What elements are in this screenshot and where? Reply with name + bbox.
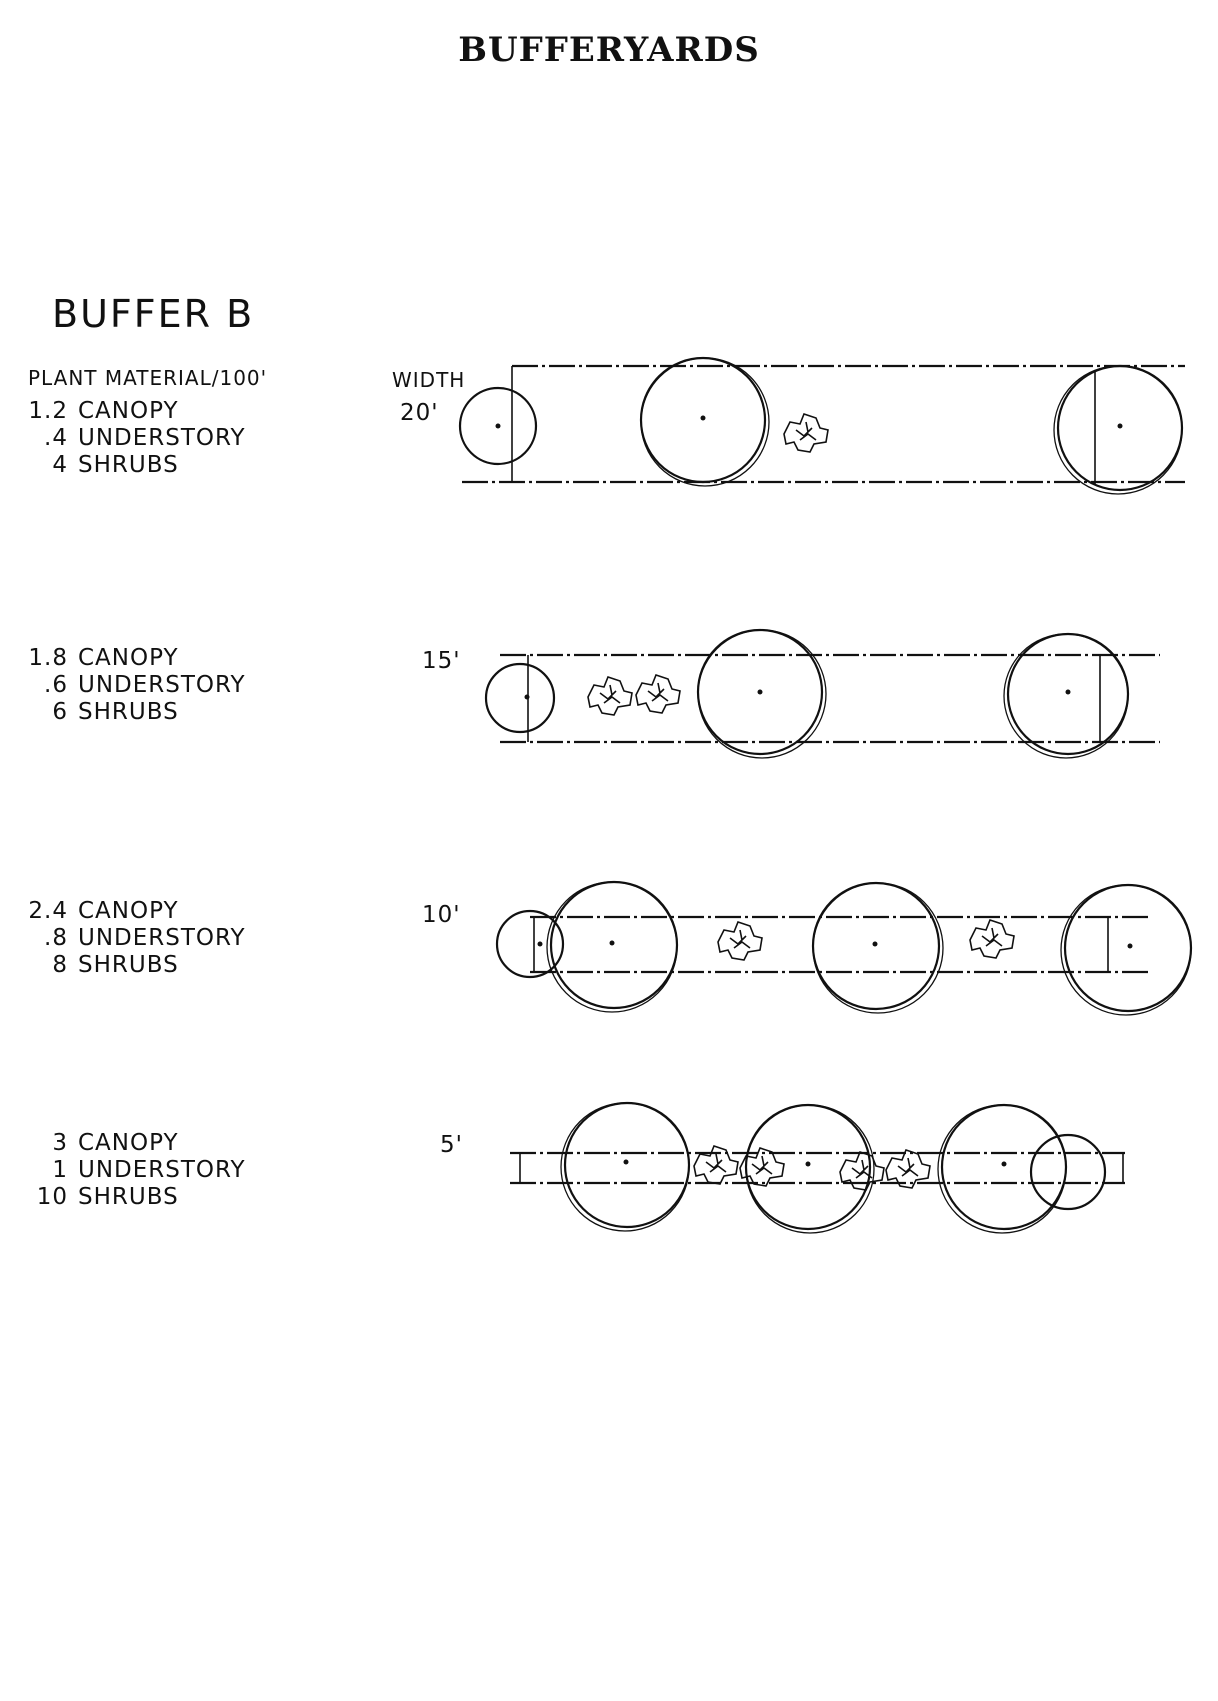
option-3-shrub-2 xyxy=(969,919,1015,959)
option-3-shrub-1 xyxy=(717,921,763,961)
option-2-plan xyxy=(484,628,1160,759)
option-3-plant-list: 2.4 CANOPY .8 UNDERSTORY 8 SHRUBS xyxy=(0,898,246,979)
option-1-understory-tree xyxy=(458,386,538,466)
option-2-shrub-1 xyxy=(587,676,633,716)
option-2-shrubs-qty: 6 xyxy=(52,699,68,725)
plant-material-header: PLANT MATERIAL/100' xyxy=(28,366,268,390)
option-1-canopy-row: 1.2 CANOPY xyxy=(0,398,246,425)
option-3-canopy-tree-1 xyxy=(546,880,679,1013)
option-3-canopy-row: 2.4 CANOPY xyxy=(0,898,246,925)
option-3-plan xyxy=(495,880,1193,1016)
option-3-understory-tree xyxy=(495,909,565,979)
option-2-shrubs-label: SHRUBS xyxy=(78,699,179,725)
option-1-shrubs-qty: 4 xyxy=(52,452,68,478)
option-4-understory-qty: 1 xyxy=(52,1157,68,1183)
option-1-width: 20' xyxy=(400,400,439,426)
option-1-understory-qty: .4 xyxy=(44,425,68,451)
option-2-understory-qty: .6 xyxy=(44,672,68,698)
option-4-shrubs-row: 10 SHRUBS xyxy=(0,1184,246,1211)
option-2-width: 15' xyxy=(422,648,461,674)
option-2-canopy-tree-1 xyxy=(696,628,827,759)
option-4-shrubs-label: SHRUBS xyxy=(78,1184,179,1210)
option-4-shrub-3 xyxy=(839,1151,885,1191)
option-3-shrubs-qty: 8 xyxy=(52,952,68,978)
option-4-understory-row: 1 UNDERSTORY xyxy=(0,1157,246,1184)
width-header: WIDTH xyxy=(392,368,466,392)
option-4-canopy-row: 3 CANOPY xyxy=(0,1130,246,1157)
option-3-shrubs-label: SHRUBS xyxy=(78,952,179,978)
option-3-understory-row: .8 UNDERSTORY xyxy=(0,925,246,952)
option-3-shrubs-row: 8 SHRUBS xyxy=(0,952,246,979)
option-2-plant-list: 1.8 CANOPY .6 UNDERSTORY 6 SHRUBS xyxy=(0,645,246,726)
option-4-canopy-tree-1 xyxy=(560,1101,691,1232)
option-4-width: 5' xyxy=(440,1132,463,1158)
option-4-plant-list: 3 CANOPY 1 UNDERSTORY 10 SHRUBS xyxy=(0,1130,246,1211)
option-1-plan xyxy=(458,356,1185,495)
option-4-understory-tree xyxy=(1029,1133,1107,1211)
option-1-understory-label: UNDERSTORY xyxy=(78,425,246,451)
option-4-canopy-tree-2 xyxy=(744,1103,875,1234)
option-1-shrubs-row: 4 SHRUBS xyxy=(0,452,246,479)
option-2-shrub-2 xyxy=(635,674,681,714)
option-4-canopy-qty: 3 xyxy=(52,1130,68,1156)
page-title: BUFFERYARDS xyxy=(458,30,760,70)
buffer-title: BUFFER B xyxy=(52,292,255,336)
option-1-canopy-label: CANOPY xyxy=(78,398,179,424)
option-1-plant-list: 1.2 CANOPY .4 UNDERSTORY 4 SHRUBS xyxy=(0,398,246,479)
option-1-canopy-qty: 1.2 xyxy=(28,398,68,424)
option-3-understory-label: UNDERSTORY xyxy=(78,925,246,951)
option-2-shrubs-row: 6 SHRUBS xyxy=(0,699,246,726)
option-3-canopy-label: CANOPY xyxy=(78,898,179,924)
option-1-shrubs-label: SHRUBS xyxy=(78,452,179,478)
option-3-canopy-tree-2 xyxy=(811,881,944,1014)
option-4-shrub-1 xyxy=(693,1145,739,1185)
option-4-understory-label: UNDERSTORY xyxy=(78,1157,246,1183)
option-4-shrubs-qty: 10 xyxy=(36,1184,68,1210)
option-2-understory-row: .6 UNDERSTORY xyxy=(0,672,246,699)
option-4-canopy-label: CANOPY xyxy=(78,1130,179,1156)
option-3-canopy-tree-3 xyxy=(1060,883,1193,1016)
option-2-understory-label: UNDERSTORY xyxy=(78,672,246,698)
option-2-canopy-qty: 1.8 xyxy=(28,645,68,671)
option-1-canopy-tree-2 xyxy=(1053,364,1184,495)
option-1-canopy-tree-1 xyxy=(639,356,770,487)
option-3-canopy-qty: 2.4 xyxy=(28,898,68,924)
option-1-understory-row: .4 UNDERSTORY xyxy=(0,425,246,452)
option-4-plan xyxy=(510,1101,1125,1234)
option-3-understory-qty: .8 xyxy=(44,925,68,951)
option-3-width: 10' xyxy=(422,902,461,928)
option-2-canopy-tree-2 xyxy=(1003,632,1130,759)
option-4-canopy-tree-3 xyxy=(937,1103,1068,1234)
option-1-shrubs xyxy=(783,413,829,453)
option-2-canopy-label: CANOPY xyxy=(78,645,179,671)
option-2-understory-tree xyxy=(484,662,556,734)
option-2-canopy-row: 1.8 CANOPY xyxy=(0,645,246,672)
